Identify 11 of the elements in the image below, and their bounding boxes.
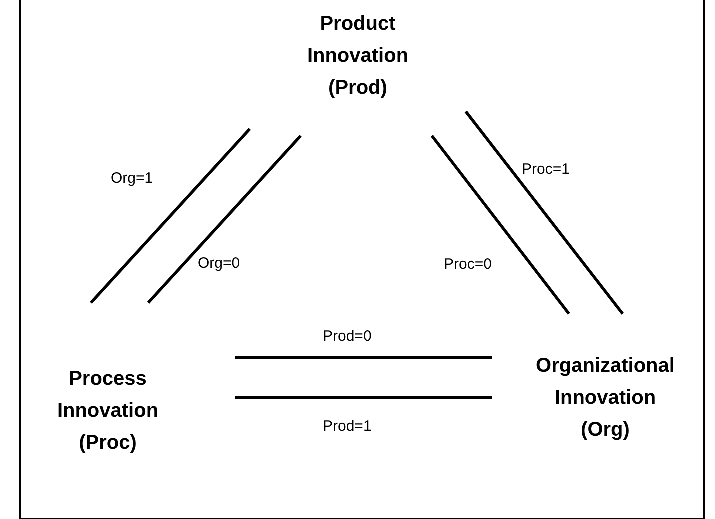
connector-line xyxy=(430,135,570,315)
node-label: Process Innovation (Proc) xyxy=(56,367,160,456)
connector-line xyxy=(147,134,302,304)
connector-line xyxy=(90,128,252,304)
connector-line xyxy=(235,396,492,400)
node-label: Organizational Innovation (Org) xyxy=(535,354,676,443)
edge-label: Org=0 xyxy=(197,255,242,272)
connector-line xyxy=(235,356,492,360)
edge-label: Org=1 xyxy=(110,170,154,187)
connector-line xyxy=(464,110,624,315)
node-label: Product Innovation (Prod) xyxy=(306,12,410,101)
